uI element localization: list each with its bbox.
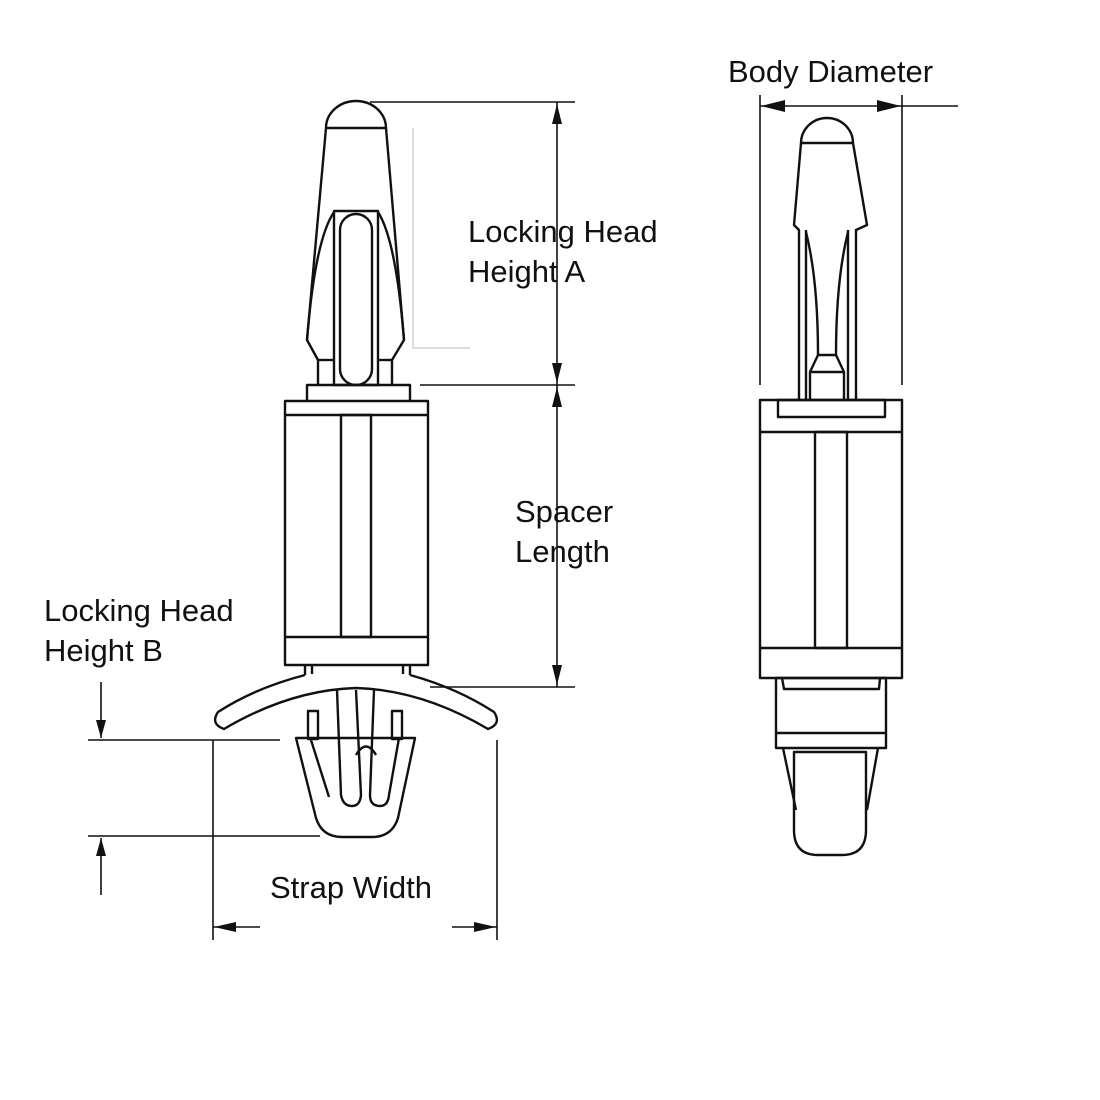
arrow-up-icon — [552, 104, 562, 124]
front-view-part — [213, 99, 499, 839]
label-spacer-length: Spacer Length — [515, 492, 613, 572]
label-line: Length — [515, 534, 610, 569]
arrow-down-icon — [96, 720, 106, 738]
arrow-left-icon — [761, 100, 785, 112]
label-line: Spacer — [515, 494, 614, 529]
arrow-down-icon — [552, 363, 562, 383]
label-locking-head-height-b: Locking Head Height B — [44, 591, 234, 671]
dimension-lines — [88, 95, 958, 940]
label-strap-width: Strap Width — [270, 870, 432, 905]
label-locking-head-height-a: Locking Head Height A — [468, 212, 658, 292]
spacer-body — [283, 399, 430, 667]
label-line: Locking Head — [468, 214, 658, 249]
label-body-diameter: Body Diameter — [728, 54, 934, 89]
label-line: Locking Head — [44, 593, 234, 628]
locking-head-a — [305, 99, 406, 385]
label-line: Height B — [44, 633, 163, 668]
strap-arc — [213, 673, 499, 731]
arrow-right-icon — [474, 922, 496, 932]
arrow-up-icon — [552, 387, 562, 407]
arrow-left-icon — [214, 922, 236, 932]
arrow-right-icon — [877, 100, 901, 112]
label-line: Height A — [468, 254, 586, 289]
side-view-part — [758, 116, 904, 857]
locking-head-b — [294, 736, 417, 839]
arrow-down-icon — [552, 665, 562, 685]
arrow-up-icon — [96, 838, 106, 856]
